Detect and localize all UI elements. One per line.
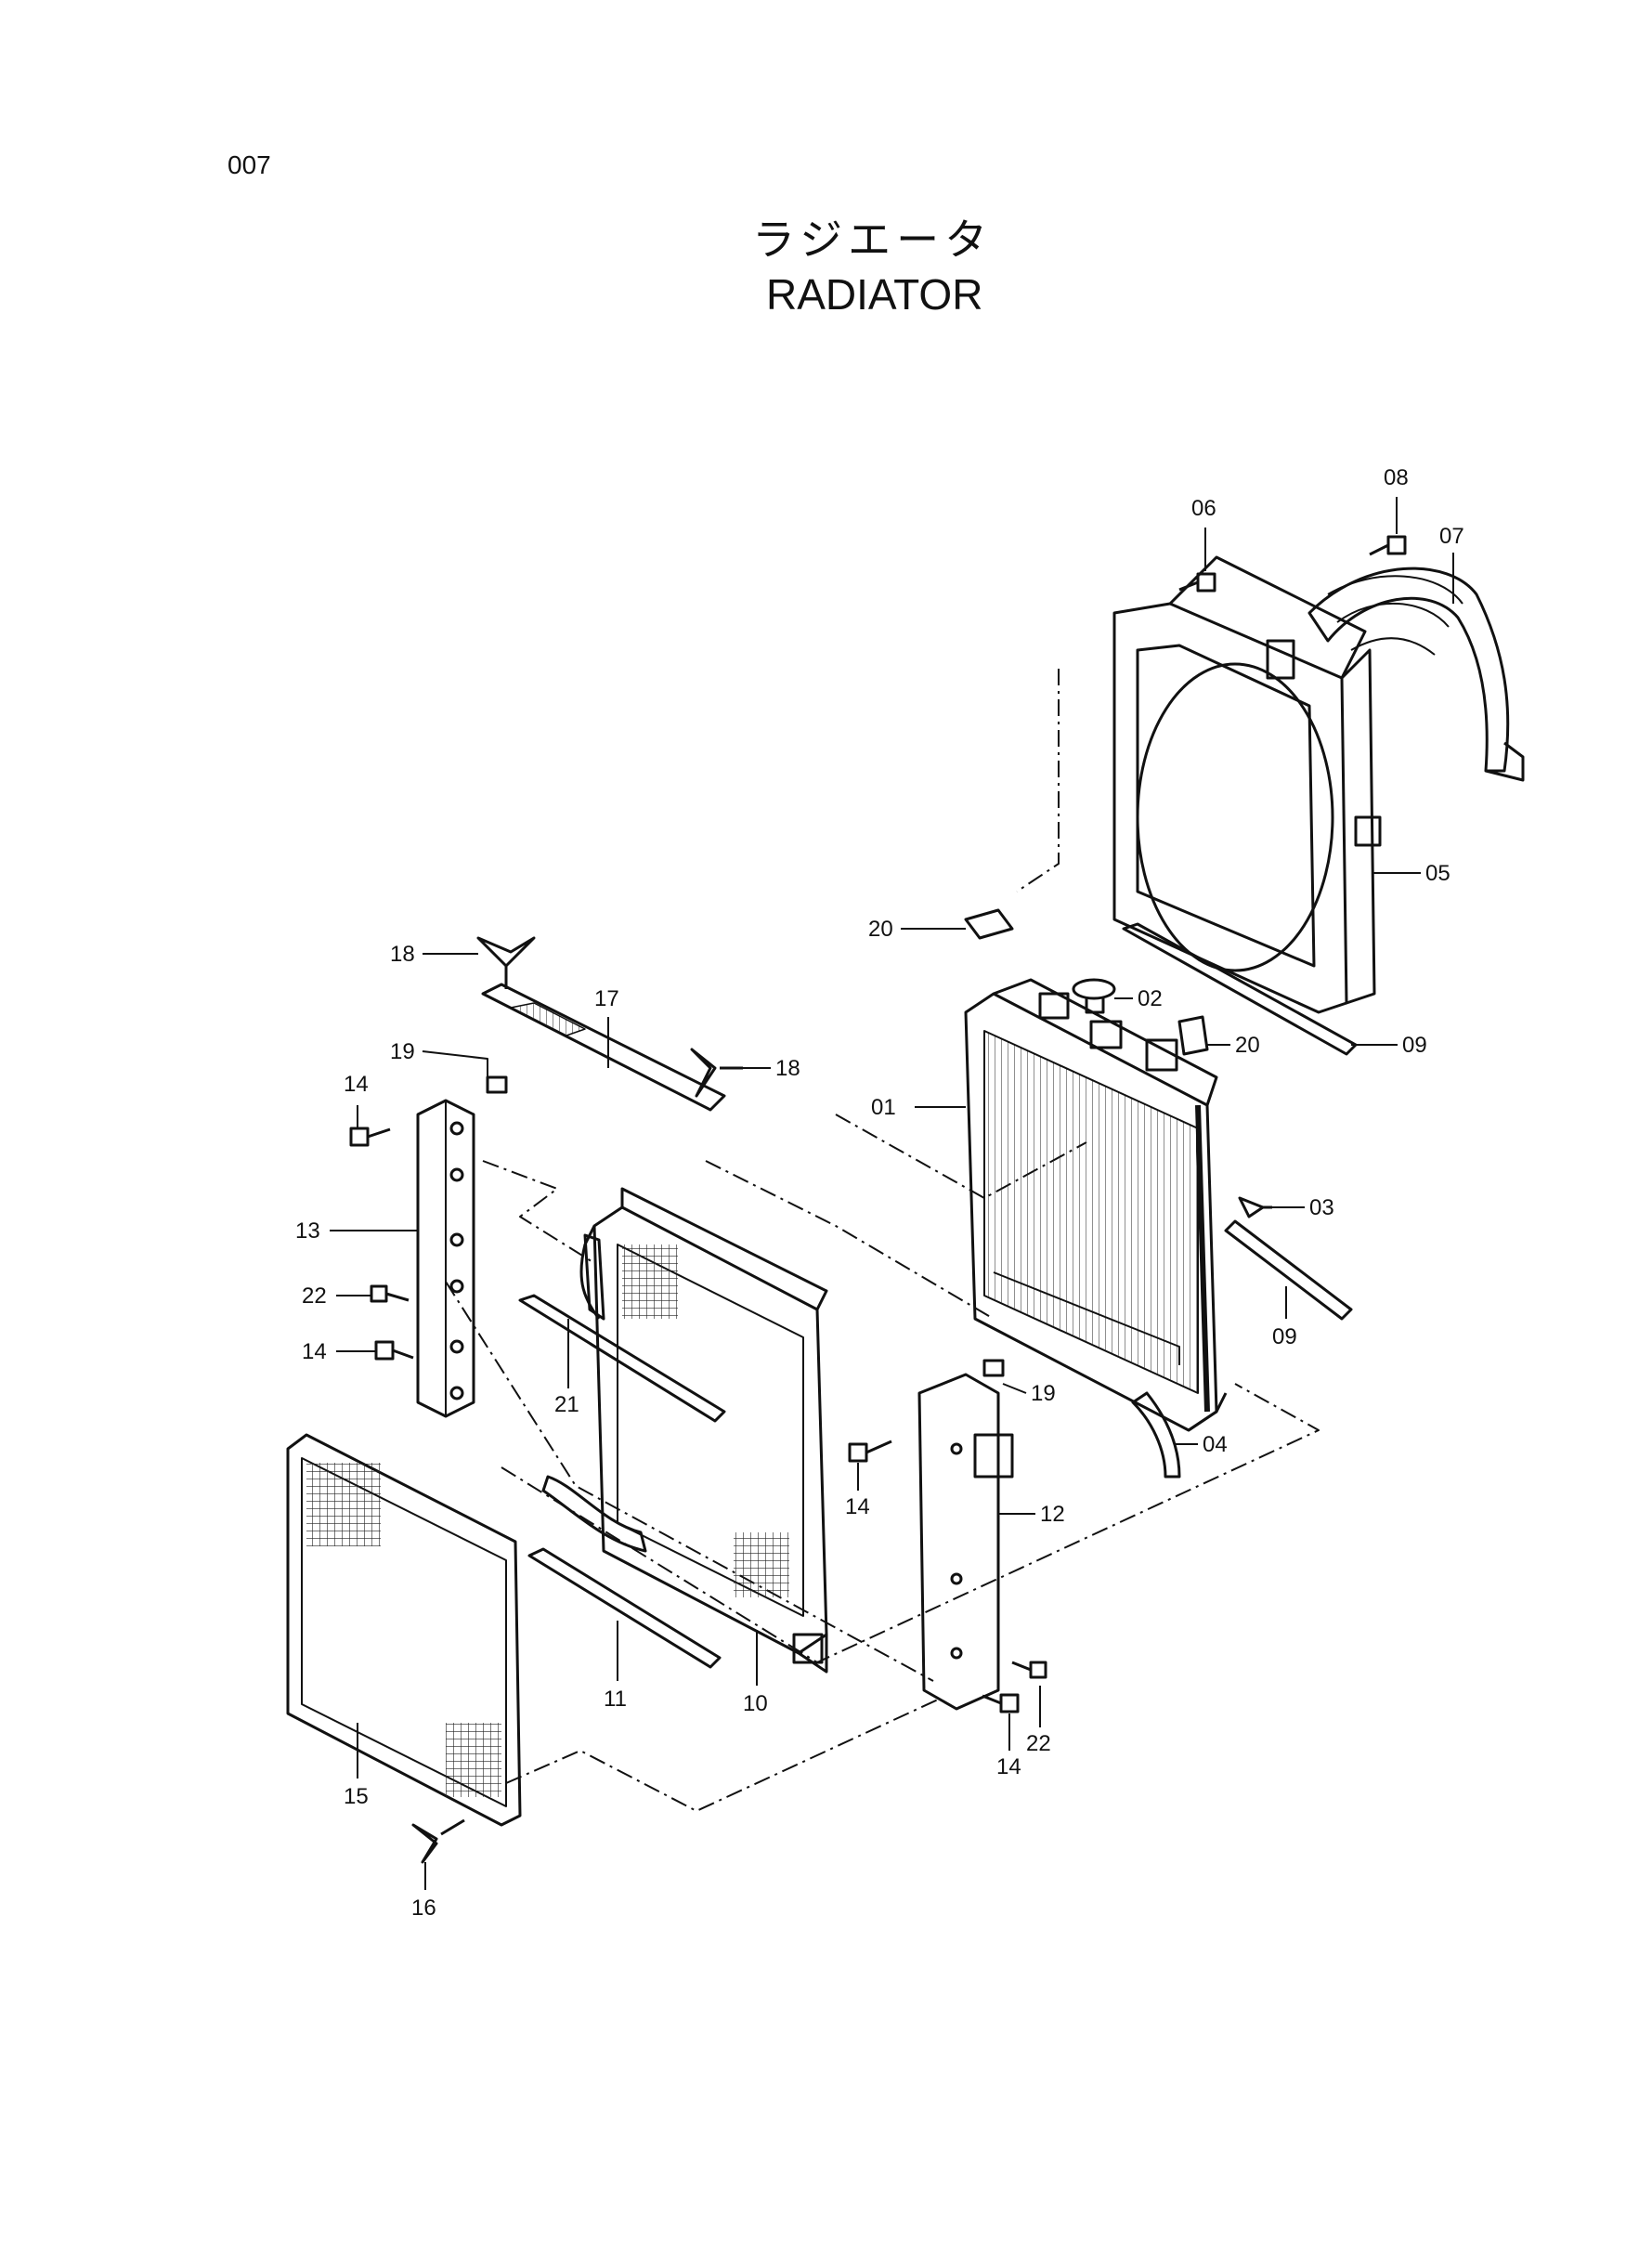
wing-bolt-18-b <box>690 1048 743 1098</box>
leader-19a <box>422 1050 488 1077</box>
fan-guard <box>1307 567 1525 782</box>
seal-09-lower <box>1224 1219 1353 1321</box>
alignment-line-screen <box>505 1699 939 1812</box>
bolt-08 <box>1369 535 1407 556</box>
bolt-22-b <box>1011 1661 1047 1679</box>
alignment-line-bracket <box>705 1160 995 1320</box>
radiator-outlet-hose <box>1131 1391 1181 1479</box>
callout-17: 17 <box>594 986 619 1011</box>
callout-12: 12 <box>1040 1502 1065 1527</box>
callout-02: 02 <box>1138 986 1163 1011</box>
callout-22-b: 22 <box>1026 1731 1051 1756</box>
drain-cock-03 <box>1238 1196 1272 1218</box>
alignment-line-bottom <box>501 1383 1320 1663</box>
alignment-line-oilcooler <box>482 1160 595 1264</box>
callout-09-upper: 09 <box>1402 1033 1427 1058</box>
fan-shroud <box>1112 555 1382 1014</box>
wing-bolt-18-a <box>476 936 536 989</box>
upper-hose <box>583 1233 605 1321</box>
pad-20-b <box>1177 1015 1209 1056</box>
callout-20-a: 20 <box>868 917 893 942</box>
callout-20-b: 20 <box>1235 1033 1260 1058</box>
radiator-core <box>964 978 1228 1432</box>
callout-04: 04 <box>1203 1432 1228 1457</box>
callout-14-d: 14 <box>996 1754 1021 1779</box>
callout-07: 07 <box>1439 524 1464 549</box>
title-english: RADIATOR <box>766 270 983 319</box>
title-japanese: ラジエータ <box>752 215 994 265</box>
right-bracket <box>917 1373 1014 1711</box>
alignment-line-left <box>445 1281 934 1682</box>
radiator-cap <box>1072 978 1116 1014</box>
callout-05: 05 <box>1425 861 1450 886</box>
clip-19-b <box>982 1359 1005 1377</box>
leader-19b <box>1002 1383 1027 1394</box>
callout-09-lower: 09 <box>1272 1324 1297 1349</box>
callout-03: 03 <box>1309 1195 1334 1220</box>
callout-19-a: 19 <box>390 1039 415 1064</box>
lower-hose <box>541 1475 647 1553</box>
callout-14-a: 14 <box>344 1072 369 1097</box>
left-bracket <box>416 1099 475 1418</box>
front-screen <box>286 1433 522 1827</box>
bolt-14-c <box>848 1440 892 1463</box>
callout-19-b: 19 <box>1031 1381 1056 1406</box>
callout-06: 06 <box>1191 496 1216 521</box>
page-number: 007 <box>228 150 271 179</box>
seal-11 <box>527 1547 722 1669</box>
bolt-06 <box>1178 572 1216 593</box>
oil-cooler <box>579 1187 828 1674</box>
bolt-14-a <box>349 1127 391 1147</box>
alignment-line-shroud <box>1016 669 1060 892</box>
bolt-14-d <box>982 1693 1020 1713</box>
wing-bolt-16 <box>411 1818 465 1864</box>
callout-13: 13 <box>295 1218 320 1244</box>
seal-21 <box>518 1294 726 1423</box>
bolt-22-a <box>370 1284 410 1303</box>
callout-22-a: 22 <box>302 1283 327 1309</box>
callout-18-a: 18 <box>390 942 415 967</box>
callout-16: 16 <box>411 1896 436 1921</box>
callout-14-b: 14 <box>302 1339 327 1364</box>
callout-21: 21 <box>554 1392 579 1417</box>
callout-01: 01 <box>871 1095 896 1120</box>
callout-15: 15 <box>344 1784 369 1809</box>
bolt-14-b <box>374 1340 414 1361</box>
callout-08: 08 <box>1384 465 1409 490</box>
clip-19-a <box>486 1075 508 1094</box>
callout-11: 11 <box>604 1687 627 1712</box>
stay-bar <box>481 983 726 1112</box>
callout-10: 10 <box>743 1691 768 1716</box>
pad-20-a <box>964 908 1014 940</box>
callout-14-c: 14 <box>845 1494 870 1519</box>
callout-18-b: 18 <box>775 1056 800 1081</box>
